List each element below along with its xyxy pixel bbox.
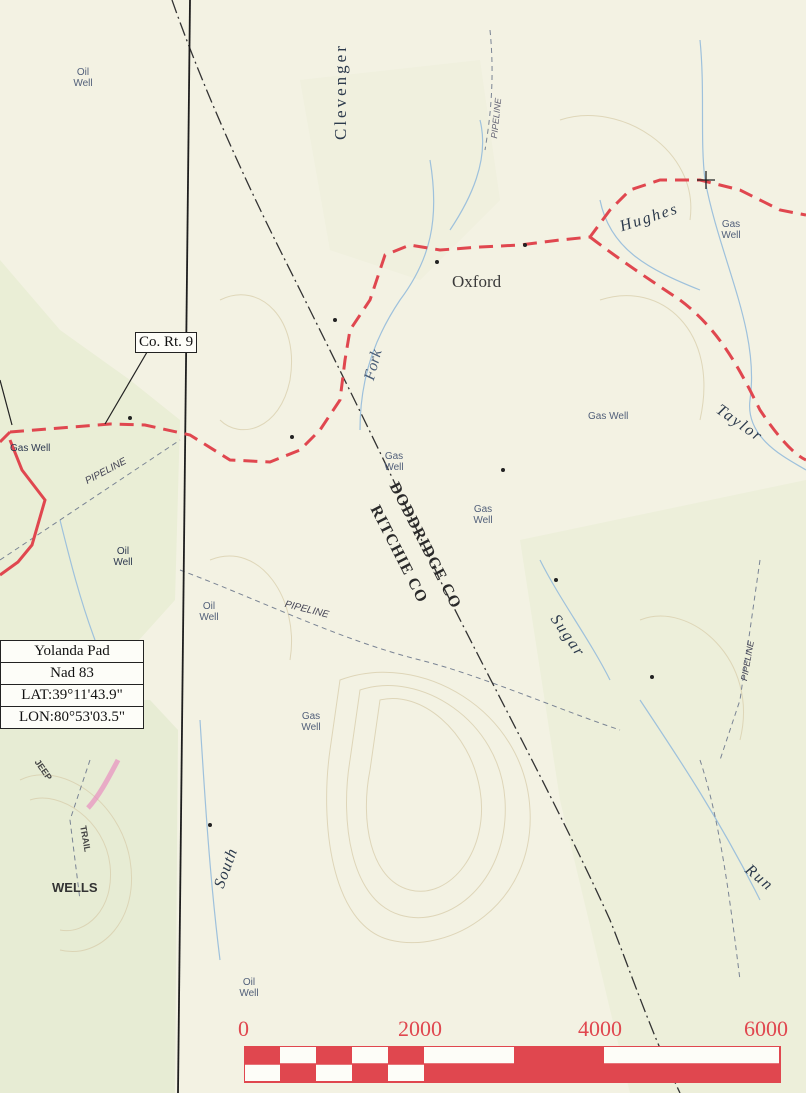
well-label: Oil Well (199, 601, 219, 623)
scale-tick-2000: 2000 (398, 1016, 442, 1041)
pad-datum: Nad 83 (0, 663, 144, 685)
pad-longitude: LON:80°53'03.5" (0, 707, 144, 729)
road-callout-box: Co. Rt. 9 (135, 332, 198, 353)
well-label: Gas Well (384, 451, 404, 473)
well-label: Oil Well (73, 67, 93, 89)
well-label: Gas Well (301, 711, 321, 733)
scale-tick-0: 0 (238, 1016, 249, 1041)
well-label: Oil Well (239, 977, 259, 999)
place-label-oxford: Oxford (452, 272, 502, 291)
scale-tick-6000: 6000 (744, 1016, 788, 1041)
pad-name: Yolanda Pad (0, 640, 144, 663)
well-label: Gas Well (10, 443, 51, 454)
pad-info-box: Yolanda Pad Nad 83 LAT:39°11'43.9" LON:8… (0, 640, 144, 729)
stream-label-clevenger: Clevenger (331, 43, 350, 140)
scale-bar (244, 1046, 781, 1083)
well-label: Oil Well (113, 546, 133, 568)
scale-tick-4000: 4000 (578, 1016, 622, 1041)
well-label: Gas Well (473, 504, 493, 526)
well-label: Gas Well (588, 411, 629, 422)
well-label: Gas Well (721, 219, 741, 241)
label-wells: WELLS (52, 880, 98, 895)
pad-latitude: LAT:39°11'43.9" (0, 685, 144, 707)
